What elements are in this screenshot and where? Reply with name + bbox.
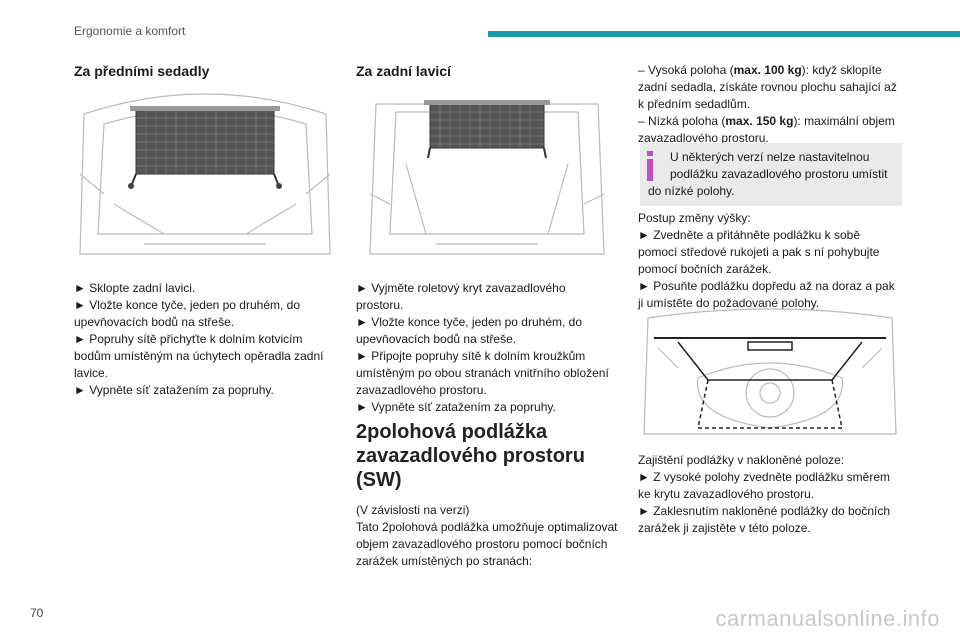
step-line: ► Vypněte síť zatažením za popruhy. (74, 383, 274, 397)
body-line: objem zavazadlového prostoru pomocí bočn… (356, 537, 608, 551)
high-position-line: zadní sedadla, získáte rovnou plochu sah… (638, 80, 897, 94)
high-position-line: – Vysoká poloha (max. 100 kg): když sklo… (638, 63, 882, 77)
procedure-height-change: Postup změny výšky: ► Zvedněte a přitáhn… (638, 210, 908, 312)
incline-line: ► Zaklesnutím nakloněné podlážky do bočn… (638, 504, 891, 518)
header-section-title: Ergonomie a komfort (74, 24, 186, 38)
note-line: podlážku zavazadlového prostoru umístit (670, 167, 888, 181)
procedure-line: ► Zvedněte a přitáhněte podlážku k sobě (638, 228, 861, 242)
body-line: (V závislosti na verzi) (356, 503, 470, 517)
step-line: prostoru. (356, 298, 404, 312)
section-title-boot-floor: (SW) (356, 469, 402, 491)
section-title-front-seats: Za předními sedadly (74, 63, 210, 79)
step-line: ► Vypněte síť zatažením za popruhy. (356, 400, 556, 414)
column-floor-positions: – Vysoká poloha (max. 100 kg): když sklo… (638, 62, 902, 147)
step-line: bodům umístěným na úchytech opěradla zad… (74, 349, 324, 363)
incline-line: zarážek ji zajistěte v této poloze. (638, 521, 811, 535)
step-line: ► Sklopte zadní lavici. (74, 281, 196, 295)
page-number: 70 (30, 606, 44, 620)
high-position-line: k předním sedadlům. (638, 97, 751, 111)
incline-line: Zajištění podlážky v nakloněné poloze: (638, 453, 845, 467)
section-title-rear-bench: Za zadní lavicí (356, 63, 451, 79)
watermark: carmanualsonline.info (715, 606, 940, 631)
procedure-incline: Zajištění podlážky v nakloněné poloze: ►… (638, 452, 908, 537)
note-line: U některých verzí nelze nastavitelnou (670, 150, 870, 164)
steps-front-seats: ► Sklopte zadní lavici. ► Vložte konce t… (74, 280, 336, 399)
low-position-line: zavazadlového prostoru. (638, 131, 769, 145)
step-line: upevňovacích bodů na střeše. (74, 315, 235, 329)
section-title-boot-floor: zavazadlového prostoru (356, 445, 585, 467)
step-line: ► Připojte popruhy sítě k dolním kroužků… (356, 349, 586, 363)
step-line: ► Vyjměte roletový kryt zavazadlového (356, 281, 566, 295)
step-line: ► Vložte konce tyče, jeden po druhém, do (74, 298, 301, 312)
header-accent-bar (488, 31, 960, 37)
body-line: Tato 2polohová podlážka umožňuje optimal… (356, 520, 618, 534)
column-rear-bench: Za zadní lavicí (356, 62, 618, 80)
step-line: umístěným po obou stranách vnitřního obl… (356, 366, 609, 380)
procedure-line: Postup změny výšky: (638, 211, 751, 225)
info-icon (647, 151, 653, 181)
illustration-net-front-seats (79, 93, 331, 255)
step-line: ► Vložte konce tyče, jeden po druhém, do (356, 315, 583, 329)
step-line: ► Popruhy sítě přichyťte k dolním kotvic… (74, 332, 303, 346)
step-line: lavice. (74, 366, 109, 380)
procedure-line: pomocí bočních zarážek. (638, 262, 772, 276)
step-line: upevňovacích bodů na střeše. (356, 332, 517, 346)
section-title-boot-floor: 2polohová podlážka (356, 421, 548, 443)
procedure-line: ji umístěte do požadované polohy. (638, 296, 820, 310)
incline-line: ► Z vysoké polohy zvedněte podlážku směr… (638, 470, 890, 484)
info-note: U některých verzí nelze nastavitelnou po… (640, 143, 902, 206)
illustration-boot-floor (643, 308, 897, 435)
steps-rear-bench: ► Vyjměte roletový kryt zavazadlového pr… (356, 280, 618, 416)
section-boot-floor: 2polohová podlážka zavazadlového prostor… (356, 420, 618, 570)
note-line: do nízké polohy. (648, 184, 735, 198)
low-position-line: – Nízká poloha (max. 150 kg): maximální … (638, 114, 895, 128)
step-line: zavazadlového prostoru. (356, 383, 487, 397)
procedure-line: ► Posuňte podlážku dopředu až na doraz a… (638, 279, 895, 293)
procedure-line: pomocí středové rukojeti a pak s ní pohy… (638, 245, 880, 259)
illustration-net-rear-bench (369, 100, 605, 255)
column-front-seats: Za předními sedadly (74, 62, 336, 80)
incline-line: ke krytu zavazadlového prostoru. (638, 487, 815, 501)
body-line: zarážek umístěných po stranách: (356, 554, 533, 568)
